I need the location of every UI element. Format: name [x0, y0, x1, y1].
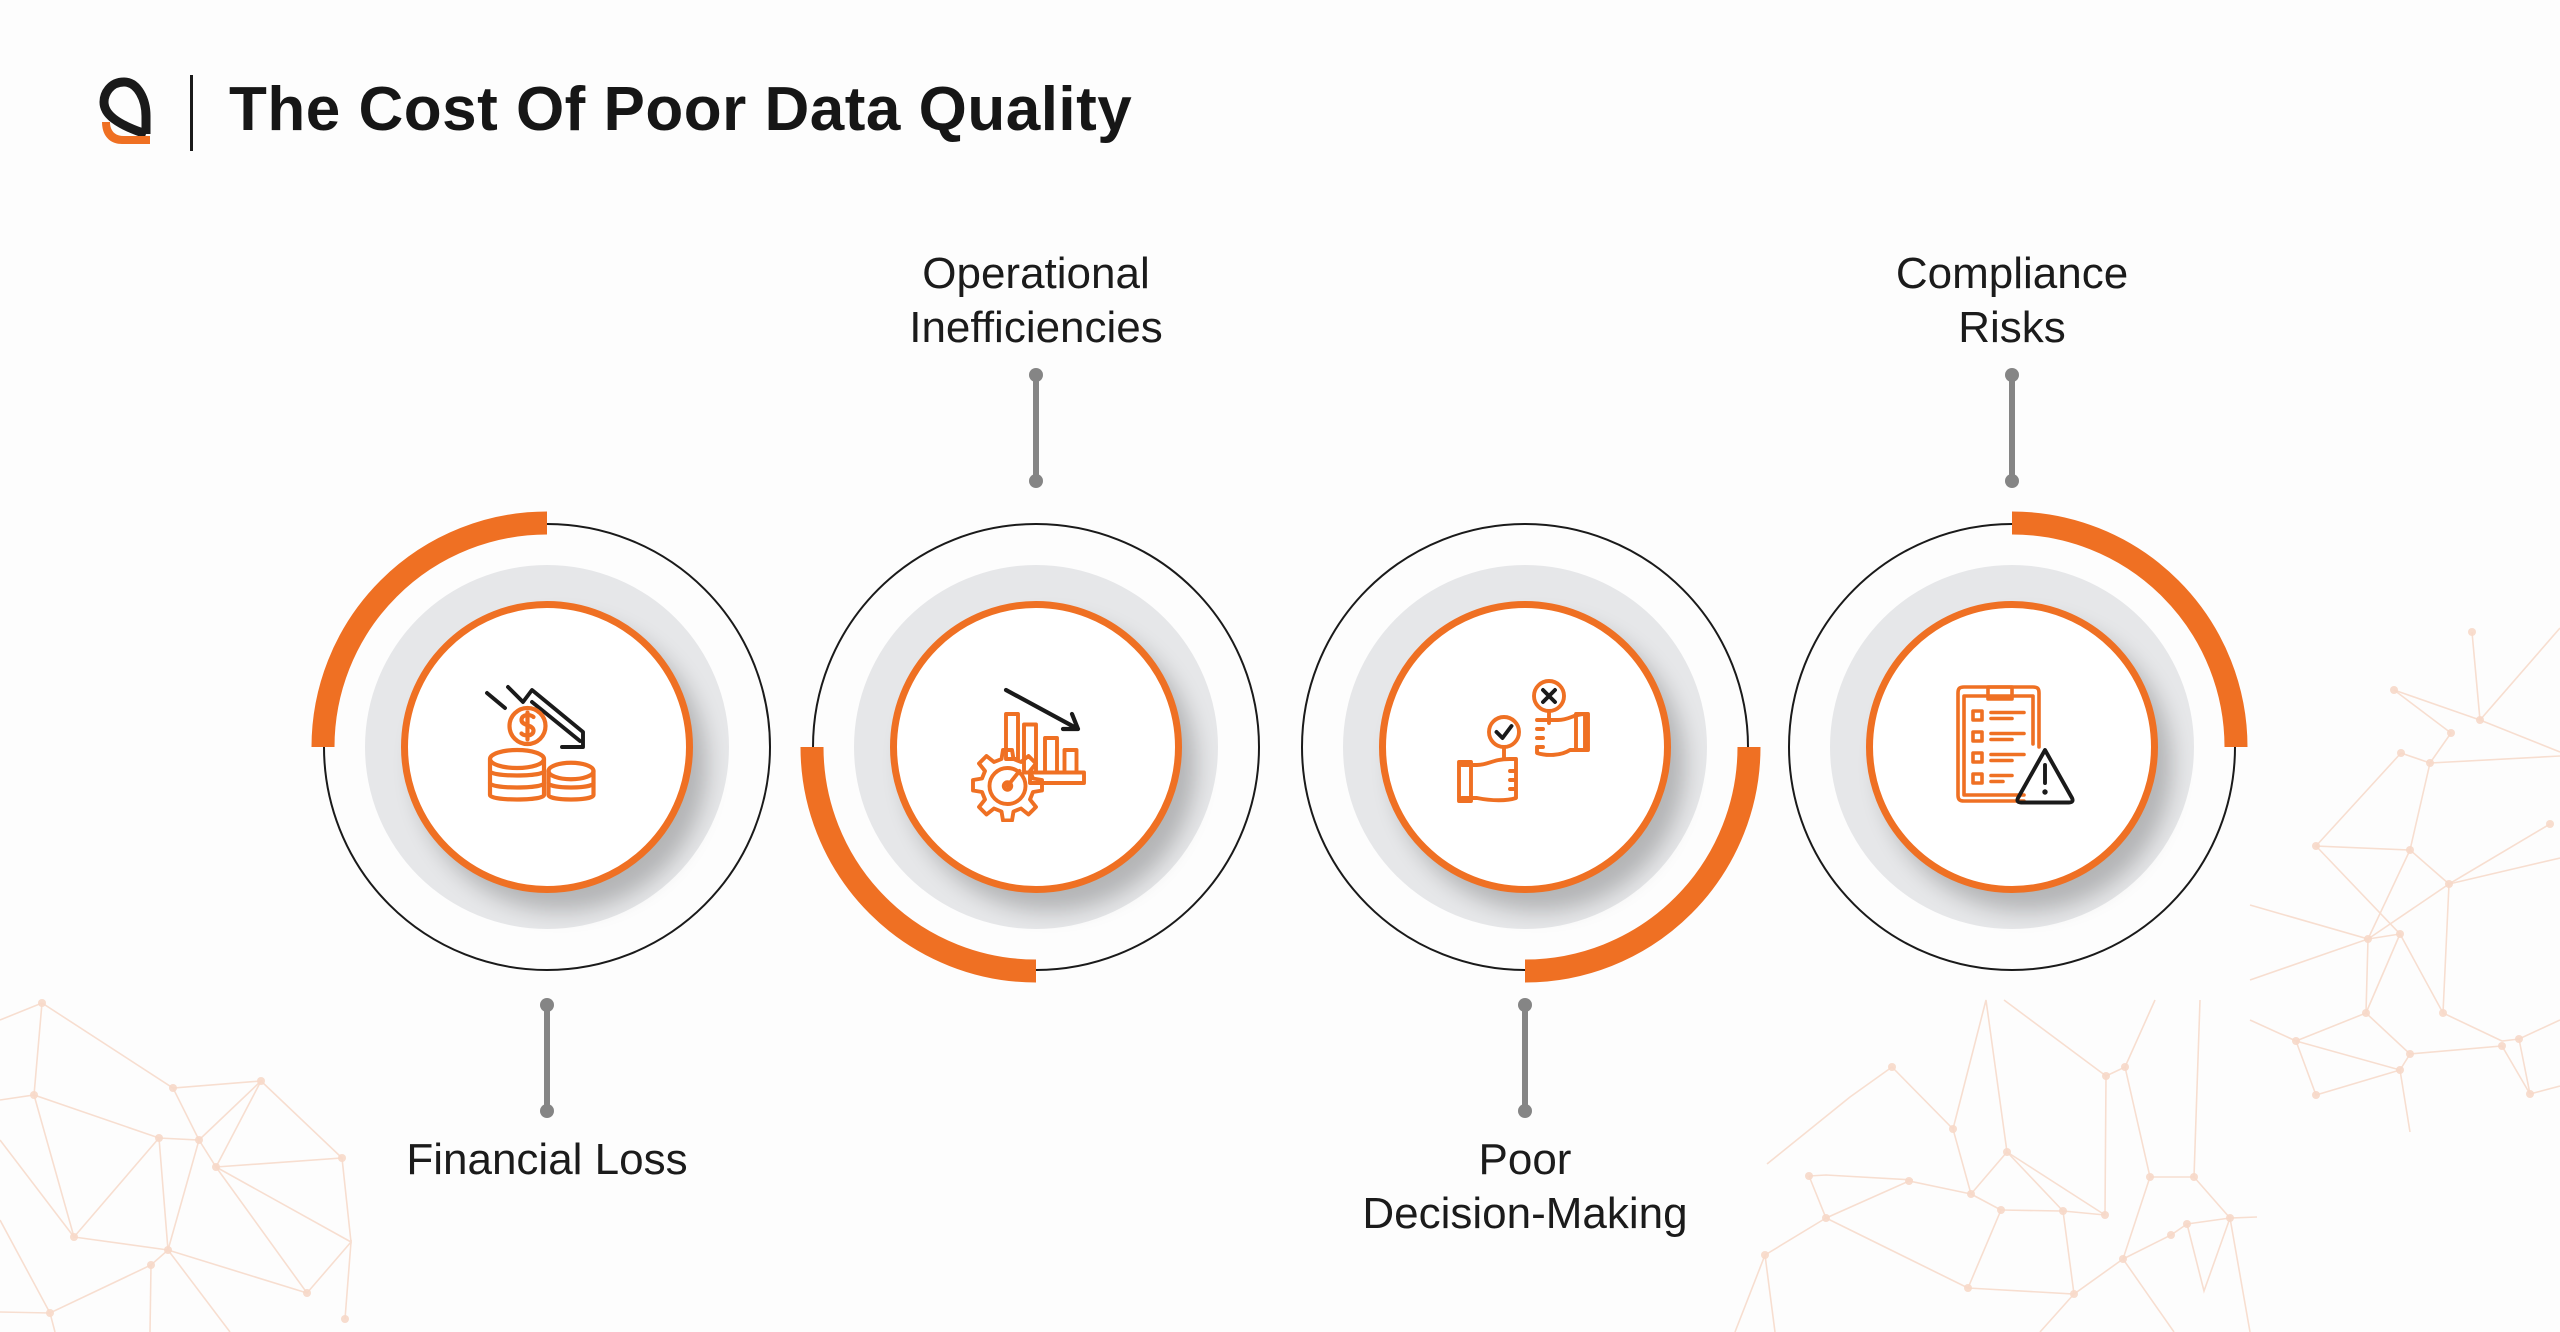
label-operational-inefficiencies: Operational Inefficiencies: [806, 247, 1266, 355]
label-line: Decision-Making: [1362, 1189, 1688, 1238]
coins-downtrend-icon: [485, 685, 596, 802]
label-financial-loss: Financial Loss: [317, 1133, 777, 1187]
icon-circle: [401, 601, 693, 893]
page-title: The Cost Of Poor Data Quality: [229, 75, 1133, 144]
brand-logo-icon: [99, 77, 151, 144]
label-line: Financial Loss: [406, 1135, 688, 1184]
icon-circle: [1379, 601, 1671, 893]
connector-compliance-risks: [2005, 368, 2019, 488]
header-divider: [190, 75, 193, 151]
connector-poor-decision-making: [1518, 998, 1532, 1118]
gear-bar-chart-decline-icon: [971, 687, 1086, 822]
node-compliance-risks: [1752, 487, 2272, 1007]
header: The Cost Of Poor Data Quality: [0, 0, 1200, 200]
label-line: Compliance: [1895, 249, 2129, 298]
label-line: Risks: [1958, 303, 2066, 352]
label-line: Poor: [1478, 1135, 1572, 1184]
connector-financial-loss: [540, 998, 554, 1118]
label-line: Operational: [922, 249, 1150, 298]
label-compliance-risks: Compliance Risks: [1782, 247, 2242, 355]
icon-circle: [1866, 601, 2158, 893]
node-poor-decision-making: [1265, 487, 1785, 1007]
hands-check-cross-signs-icon: [1457, 679, 1590, 803]
label-line: Inefficiencies: [909, 303, 1163, 352]
label-poor-decision-making: Poor Decision-Making: [1295, 1133, 1755, 1241]
node-financial-loss: [287, 487, 807, 1007]
connector-operational-inefficiencies: [1029, 368, 1043, 488]
clipboard-warning-icon: [1956, 685, 2075, 805]
node-operational-inefficiencies: [776, 487, 1296, 1007]
icon-circle: [890, 601, 1182, 893]
